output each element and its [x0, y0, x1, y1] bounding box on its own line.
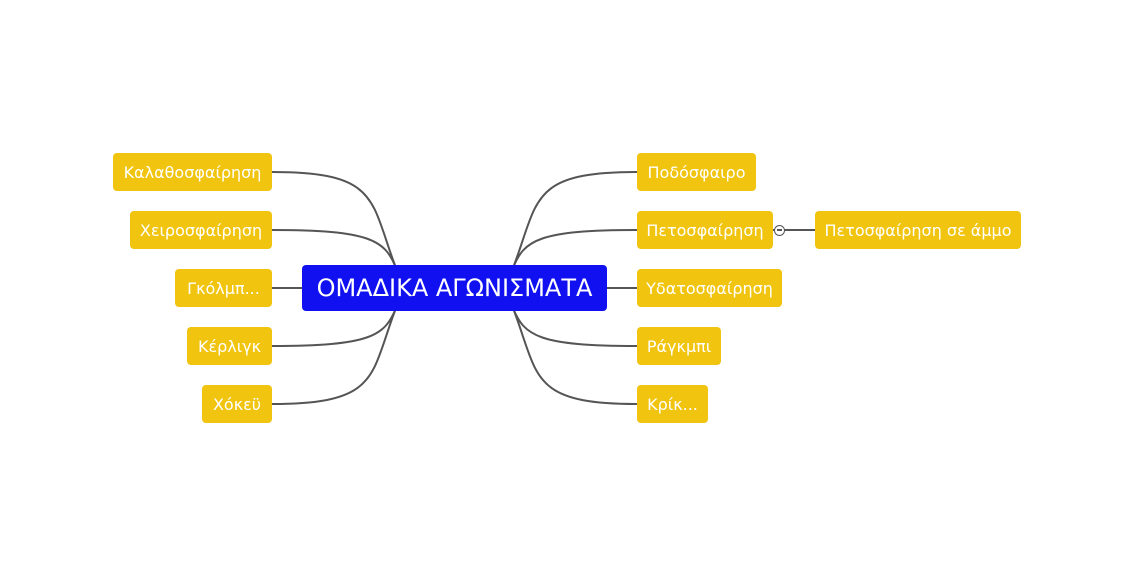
collapse-minus-icon[interactable] [774, 224, 785, 236]
sub-branch-node-beach-volleyball[interactable]: Πετοσφαίρηση σε άμμο [815, 211, 1021, 249]
connector-right-0 [512, 171, 638, 269]
connector-left-0 [271, 171, 397, 269]
root-node[interactable]: ΟΜΑΔΙΚΑ ΑΓΩΝΙΣΜΑΤΑ [302, 265, 607, 311]
branch-node-rugby[interactable]: Ράγκμπι [637, 327, 721, 365]
branch-node-goalball[interactable]: Γκόλμπ... [175, 269, 272, 307]
branch-node-cricket[interactable]: Κρίκ... [637, 385, 708, 423]
connector-left-1 [271, 229, 397, 269]
branch-node-waterpolo[interactable]: Υδατοσφαίρηση [637, 269, 782, 307]
connector-right-1 [512, 229, 638, 269]
branch-node-hockey[interactable]: Χόκεϋ [202, 385, 272, 423]
connector-right-4 [512, 307, 638, 405]
connector-right-3 [512, 307, 638, 347]
connector-left-3 [271, 307, 397, 347]
branch-node-basketball[interactable]: Καλαθοσφαίρηση [113, 153, 272, 191]
connector-left-4 [271, 307, 397, 405]
branch-node-volleyball[interactable]: Πετοσφαίρηση [637, 211, 773, 249]
branch-node-curling[interactable]: Κέρλιγκ [187, 327, 272, 365]
branch-node-football[interactable]: Ποδόσφαιρο [637, 153, 756, 191]
branch-node-handball[interactable]: Χειροσφαίρηση [130, 211, 272, 249]
